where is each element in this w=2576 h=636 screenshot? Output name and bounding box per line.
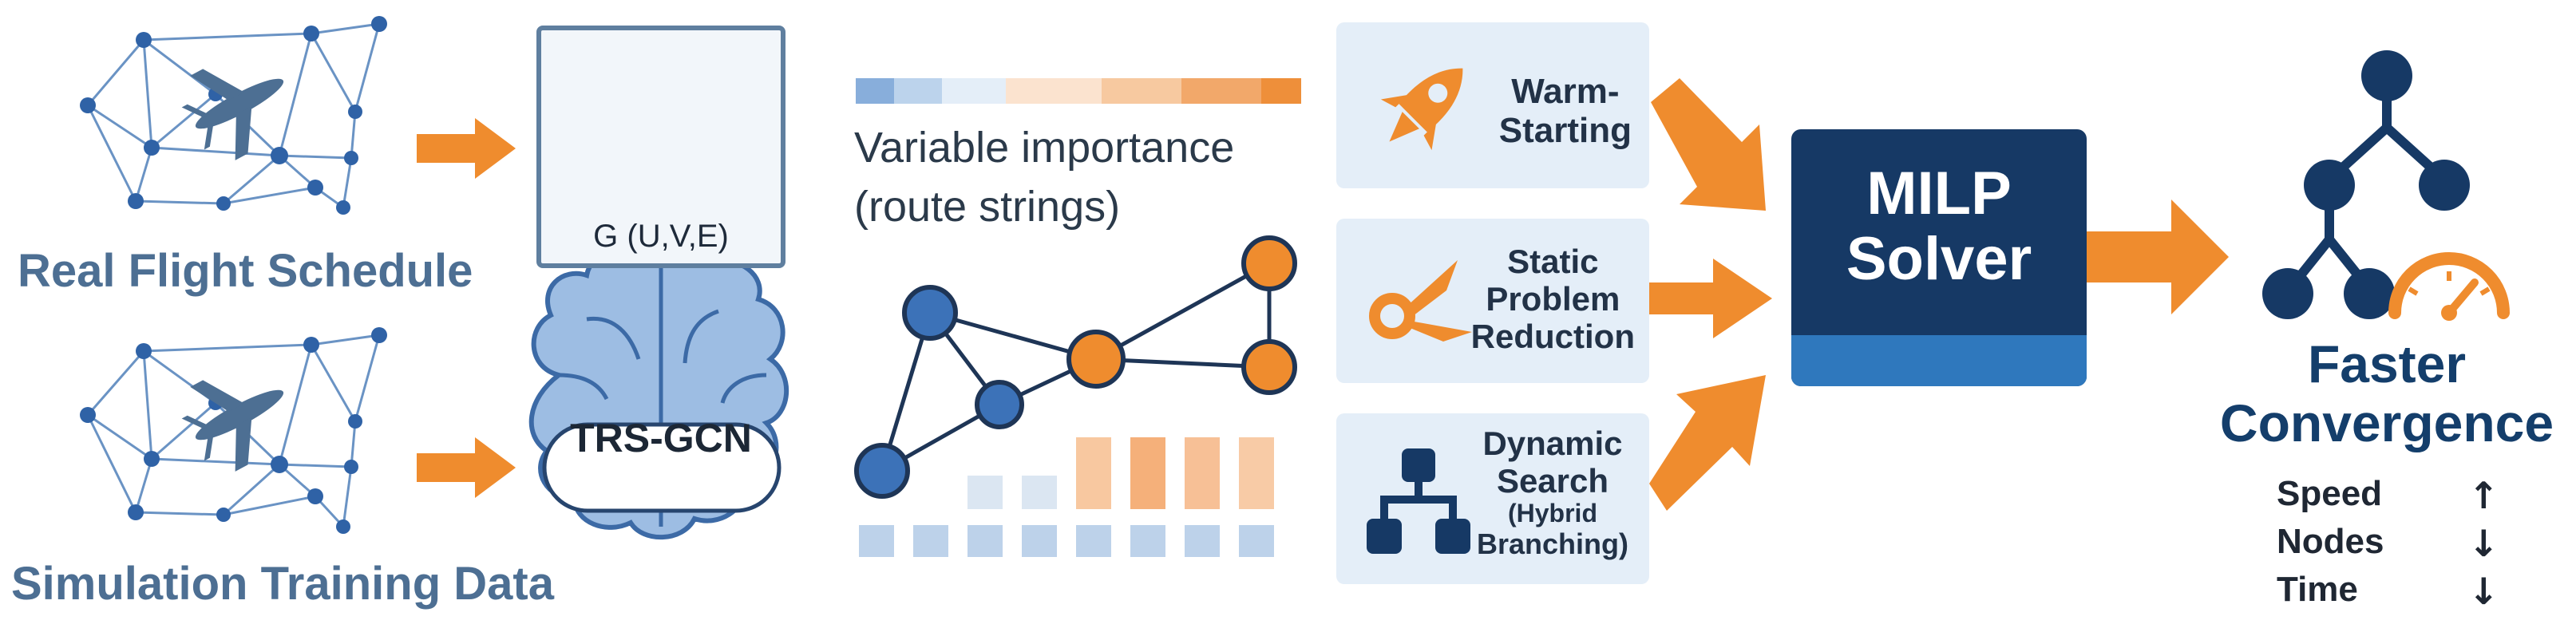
metric-label: Speed [2277,474,2383,513]
dynamic-line-4: Branching) [1476,527,1628,560]
simulation-network [86,334,381,528]
brain-icon [528,242,789,540]
solver-line-2: Solver [1846,225,2032,294]
metric-label: Nodes [2277,522,2384,561]
solver-band [1791,335,2087,386]
importance-gradient-bar [856,78,1301,104]
airplane-icon [181,69,284,160]
importance-bars [859,437,1274,557]
warm-starting-label: Warm- Starting [1499,72,1632,151]
strategy-card-dynamic-search: Dynamic Search (Hybrid Branching) [1336,413,1649,584]
route-graph [854,235,1297,499]
dynamic-search-label: Dynamic Search (Hybrid Branching) [1477,425,1628,560]
tree-nodes [2262,50,2470,319]
real-flight-schedule-label: Real Flight Schedule [18,245,473,297]
warm-line-1: Warm- [1511,72,1620,111]
warm-line-2: Starting [1498,111,1632,151]
result-title: Faster Convergence [2203,334,2570,453]
branch-tree-icon [1367,448,1470,554]
solver-line-1: MILP [1866,160,2012,227]
down-arrow-icon: ↓ [2468,522,2499,565]
simulation-nodes [80,327,387,534]
down-arrow-icon: ↓ [2468,570,2499,613]
model-label: TRS-GCN [570,416,752,460]
airplane-icon [181,380,284,472]
scissors-icon [1369,260,1472,342]
static-line-3: Reduction [1470,318,1635,356]
speed-gauge-icon [2388,252,2510,321]
strategy-card-warm-starting: Warm- Starting [1336,22,1649,188]
simulation-training-data-label: Simulation Training Data [11,558,554,610]
dynamic-line-1: Dynamic [1482,425,1623,462]
metric-speed: Speed ↑ [2277,474,2516,523]
importance-subtitle: (route strings) [854,183,1121,231]
dynamic-line-2: Search [1496,462,1609,500]
up-arrow-icon: ↑ [2468,474,2499,517]
arrow-solver-to-result [2085,199,2229,314]
solver-label: MILP Solver [1791,160,2087,294]
graph-label: G (U,V,E) [593,219,729,254]
metric-time: Time ↓ [2277,570,2516,619]
strategy-card-static-reduction: Static Problem Reduction [1336,219,1649,383]
arrow-sim-to-model [417,437,516,498]
graph-representation-box: G (U,V,E) [536,26,785,268]
static-line-1: Static [1507,243,1599,280]
milp-solver-box: MILP Solver [1791,129,2087,386]
real-flight-nodes [80,16,387,215]
static-line-2: Problem [1486,280,1620,318]
strategy-arrows [1649,78,1772,511]
static-reduction-label: Static Problem Reduction [1471,243,1635,355]
result-line-1: Faster [2307,334,2467,393]
metric-label: Time [2277,570,2358,609]
arrow-real-to-graph [417,118,516,179]
rocket-icon [1380,68,1463,151]
result-line-2: Convergence [2219,393,2554,452]
dynamic-line-3: (Hybrid [1507,499,1597,528]
importance-title: Variable importance [854,124,1235,172]
metric-nodes: Nodes ↓ [2277,522,2516,571]
